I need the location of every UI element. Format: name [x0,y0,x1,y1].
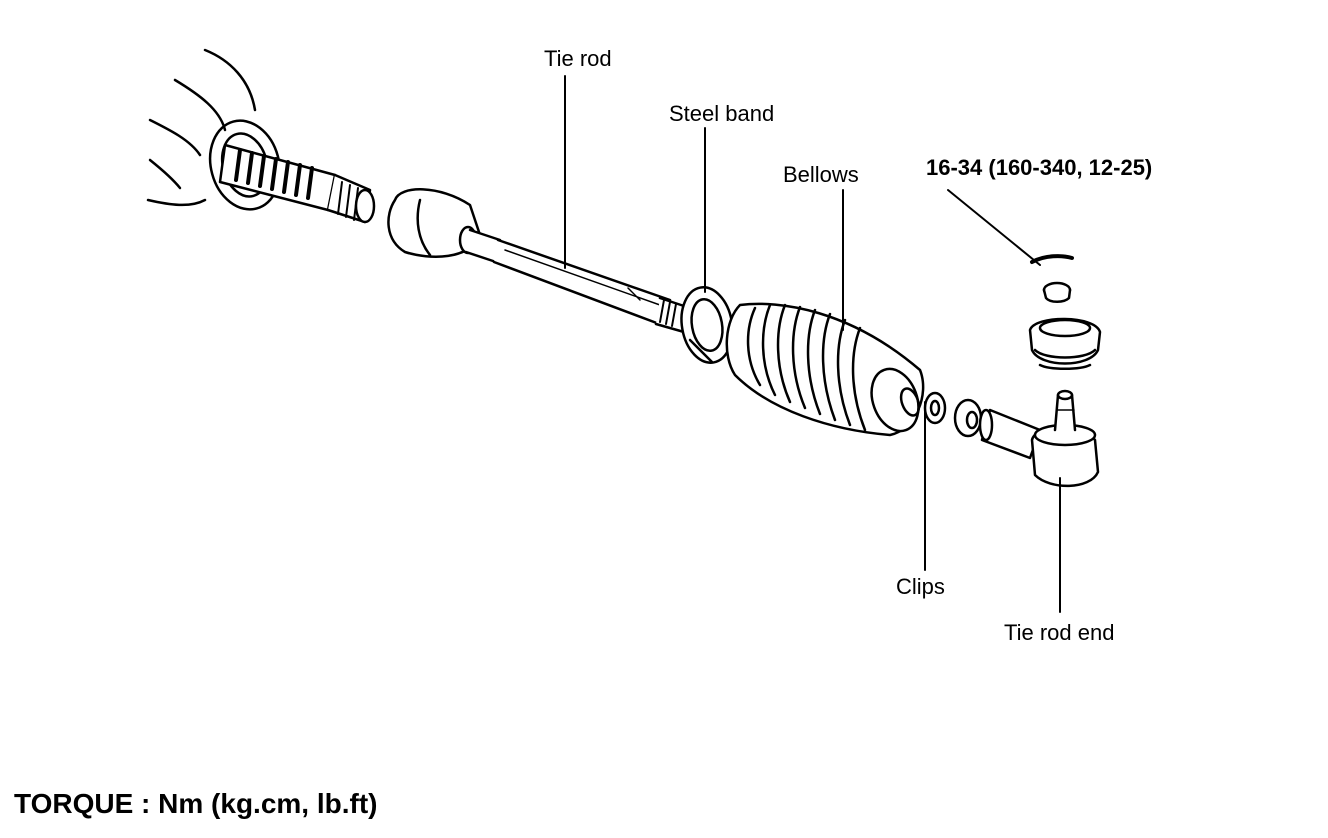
label-tie-rod-end: Tie rod end [1004,620,1115,645]
label-tie-rod: Tie rod [544,46,612,71]
rack-shaft [218,143,376,224]
label-clips: Clips [896,574,945,599]
tie-rod-end [978,389,1100,488]
inner-ball-joint [387,188,502,264]
torque-leader [947,189,1041,266]
cotter-pin [1030,254,1074,264]
leader-lines [564,75,1061,613]
dust-seal [1028,317,1102,370]
label-torque-spec: 16-34 (160-340, 12-25) [926,155,1153,180]
label-bellows: Bellows [783,162,859,187]
bellows-boot [725,302,925,437]
torque-units-note: TORQUE : Nm (kg.cm, lb.ft) [14,788,378,819]
castle-nut [1042,281,1072,303]
clips [923,391,983,438]
label-steel-band: Steel band [669,101,775,126]
steering-gear-housing [146,48,282,211]
tie-rod-shaft [492,238,692,334]
